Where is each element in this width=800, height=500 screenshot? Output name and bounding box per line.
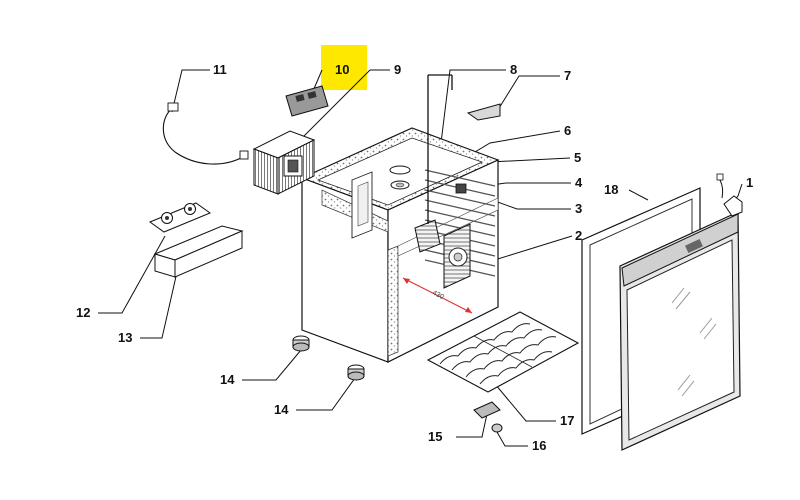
callout-label-3: 3 xyxy=(575,201,583,216)
callout-label-16: 16 xyxy=(532,438,547,453)
callout-label-10: 10 xyxy=(335,62,350,77)
callout-label-2: 2 xyxy=(575,228,583,243)
callout-label-15: 15 xyxy=(428,429,443,444)
insulated-cabinet: 430 xyxy=(300,127,500,363)
callout-label-14a: 14 xyxy=(220,372,235,387)
callout-label-9: 9 xyxy=(394,62,402,77)
wire-harness xyxy=(162,102,249,165)
dimension-label: 430 xyxy=(431,290,445,302)
callout-label-4: 4 xyxy=(575,175,583,190)
callout-label-14b: 14 xyxy=(274,402,289,417)
callout-label-18: 18 xyxy=(604,182,619,197)
drip-tray xyxy=(153,225,244,278)
callout-label-13: 13 xyxy=(118,330,133,345)
callout-label-8: 8 xyxy=(510,62,518,77)
callout-label-5: 5 xyxy=(574,150,582,165)
callout-label-12: 12 xyxy=(76,305,91,320)
fan-tray xyxy=(148,202,212,233)
glass-door xyxy=(619,173,743,451)
feet xyxy=(292,335,365,381)
internal-fan-assembly xyxy=(414,74,453,253)
leader-lines xyxy=(98,69,743,447)
heat-sink-module xyxy=(252,130,316,195)
thermostat-parts xyxy=(389,165,467,194)
wine-shelf xyxy=(426,311,580,393)
callout-label-1: 1 xyxy=(746,175,754,190)
callout-label-6: 6 xyxy=(564,123,572,138)
handle-part xyxy=(466,103,501,121)
rear-grille xyxy=(443,223,471,289)
control-board xyxy=(285,85,329,117)
small-bracket-and-screw xyxy=(473,401,503,433)
callout-label-17: 17 xyxy=(560,413,575,428)
callout-label-11: 11 xyxy=(213,62,227,77)
callout-label-7: 7 xyxy=(564,68,572,83)
callout-10-highlight xyxy=(321,45,367,90)
